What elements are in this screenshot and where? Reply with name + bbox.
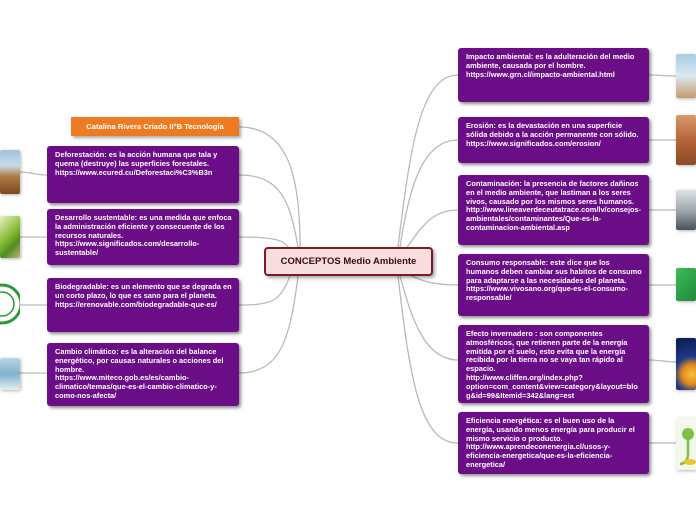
central-topic[interactable]: CONCEPTOS Medio Ambiente (264, 247, 433, 276)
connector-left-3 (238, 275, 291, 306)
node-text: Eficiencia energética: es el buen uso de… (466, 416, 635, 469)
node-contaminacion[interactable]: Contaminación: la presencia de factores … (458, 175, 649, 245)
energy-efficiency-image (676, 418, 696, 470)
node-text: Impacto ambiental: es la adulteración de… (466, 52, 635, 79)
node-text: Cambio climático: es la alteración del b… (55, 347, 224, 400)
node-text: Desarrollo sustentable: es una medida qu… (55, 213, 232, 258)
node-cambio-climatico[interactable]: Cambio climático: es la alteración del b… (47, 343, 239, 406)
connector-right-3 (404, 209, 459, 251)
sustainable-development-image (0, 216, 20, 258)
connector-right-2 (399, 139, 459, 248)
climate-change-image (0, 358, 20, 390)
connector-thumb-l1 (19, 171, 48, 176)
connector-right-1 (397, 74, 459, 248)
node-text: Erosión: es la devastación en una superf… (466, 121, 639, 148)
greenhouse-effect-image (676, 338, 696, 390)
node-text: Efecto invernadero : son componentes atm… (466, 329, 638, 400)
erosion-image (676, 115, 696, 165)
author-node[interactable]: Catalina Rivera Criado II°B Tecnología (71, 117, 239, 136)
connector-left-4 (238, 275, 299, 374)
node-text: Contaminación: la presencia de factores … (466, 179, 642, 232)
node-deforestacion[interactable]: Deforestación: es la acción humana que t… (47, 146, 239, 203)
node-impacto-ambiental[interactable]: Impacto ambiental: es la adulteración de… (458, 48, 649, 102)
node-erosion[interactable]: Erosión: es la devastación en una superf… (458, 117, 649, 163)
node-consumo-responsable[interactable]: Consumo responsable: este dice que los h… (458, 254, 649, 316)
node-text: Consumo responsable: este dice que los h… (466, 258, 642, 303)
deforestation-image (0, 150, 20, 194)
node-text: Deforestación: es la acción humana que t… (55, 150, 218, 177)
connector-left-1 (238, 174, 299, 248)
environmental-impact-image (676, 54, 696, 98)
node-biodegradable[interactable]: Biodegradable: es un elemento que se deg… (47, 278, 239, 332)
connector-right-6 (397, 275, 459, 444)
node-efecto-invernadero[interactable]: Efecto invernadero : son componentes atm… (458, 325, 649, 403)
responsible-consumption-image (676, 268, 696, 301)
node-text: Biodegradable: es un elemento que se deg… (55, 282, 232, 309)
node-desarrollo-sustentable[interactable]: Desarrollo sustentable: es una medida qu… (47, 209, 239, 265)
pollution-image (676, 190, 696, 230)
connector-right-5 (399, 275, 459, 361)
central-topic-label: CONCEPTOS Medio Ambiente (280, 256, 417, 267)
connector-author (238, 126, 301, 248)
biodegradable-logo-image (0, 274, 20, 334)
author-label: Catalina Rivera Criado II°B Tecnología (86, 122, 224, 131)
connector-thumb-r5 (648, 359, 677, 363)
node-eficiencia-energetica[interactable]: Eficiencia energética: es el buen uso de… (458, 412, 649, 474)
connector-thumb-r1 (648, 74, 677, 77)
